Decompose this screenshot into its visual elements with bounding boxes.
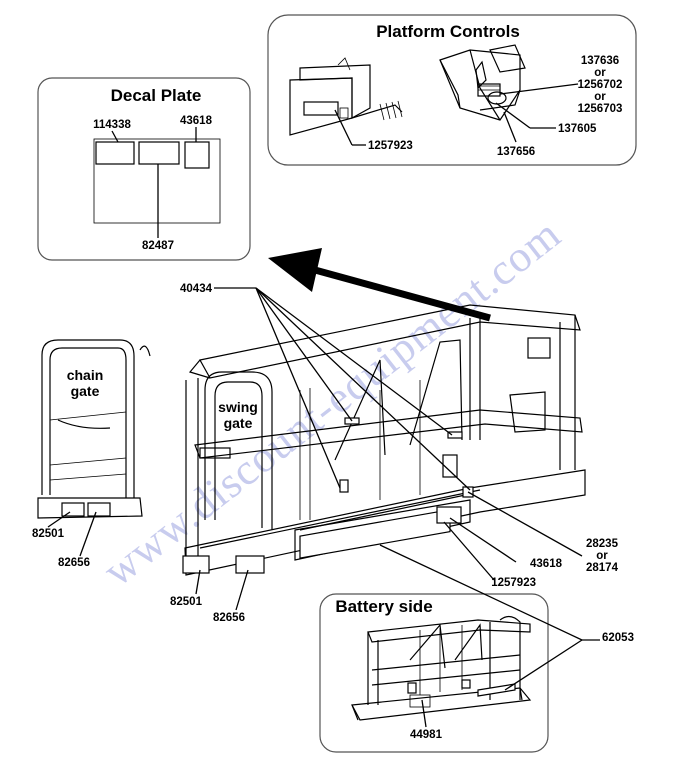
right-part-or: or xyxy=(596,550,608,562)
decal-plate-title: Decal Plate xyxy=(111,86,202,105)
chain-gate-label-line2: gate xyxy=(71,383,100,399)
pc-part-137605: 137605 xyxy=(558,123,597,135)
battery-side-title: Battery side xyxy=(335,597,432,616)
swing-part-82501: 82501 xyxy=(170,596,203,608)
right-part-1257923: 1257923 xyxy=(491,577,536,589)
decal-part-114338: 114338 xyxy=(93,119,131,131)
chain-part-82501: 82501 xyxy=(32,528,65,540)
pc-part-1256703: 1256703 xyxy=(578,103,623,115)
swing-gate-label-line2: gate xyxy=(224,415,253,431)
view-arrow xyxy=(268,248,491,322)
platform-controls-panel: Platform Controls 1257923 xyxy=(267,14,637,166)
swing-gate-label-line1: swing xyxy=(218,399,258,415)
chain-gate-label-line1: chain xyxy=(67,367,104,383)
callout-62053-group: 62053 xyxy=(379,544,634,691)
callout-40434: 40434 xyxy=(180,283,213,295)
decal-plate-outline xyxy=(93,138,221,224)
main-callouts: 40434 82501 82656 82501 82656 28235 or 2… xyxy=(32,283,619,624)
chain-part-82656: 82656 xyxy=(58,557,90,569)
swing-part-82656: 82656 xyxy=(213,612,245,624)
battery-side-platform-drawing xyxy=(351,615,532,721)
pc-part-137636: 137636 xyxy=(581,55,619,67)
right-part-43618: 43618 xyxy=(530,558,563,570)
callout-62053: 62053 xyxy=(602,632,634,644)
pc-part-1257923: 1257923 xyxy=(368,140,413,152)
pc-part-1256702: 1256702 xyxy=(578,79,623,91)
decal-part-43618: 43618 xyxy=(180,115,213,127)
decal-plate-panel: Decal Plate 114338 43618 82487 xyxy=(37,77,251,261)
control-box-drawing xyxy=(289,57,403,136)
right-part-28174: 28174 xyxy=(586,562,619,574)
decal-part-82487: 82487 xyxy=(142,240,174,252)
platform-controls-title: Platform Controls xyxy=(376,22,520,41)
pc-part-or-1: or xyxy=(594,67,606,79)
right-part-28235: 28235 xyxy=(586,538,619,550)
pc-part-137656: 137656 xyxy=(497,146,535,158)
chain-gate-drawing: chain gate xyxy=(37,339,151,519)
battery-side-panel: Battery side 44981 xyxy=(319,593,549,753)
pc-part-or-2: or xyxy=(594,91,606,103)
joystick-drawing xyxy=(439,44,526,121)
battery-part-44981: 44981 xyxy=(410,729,443,741)
